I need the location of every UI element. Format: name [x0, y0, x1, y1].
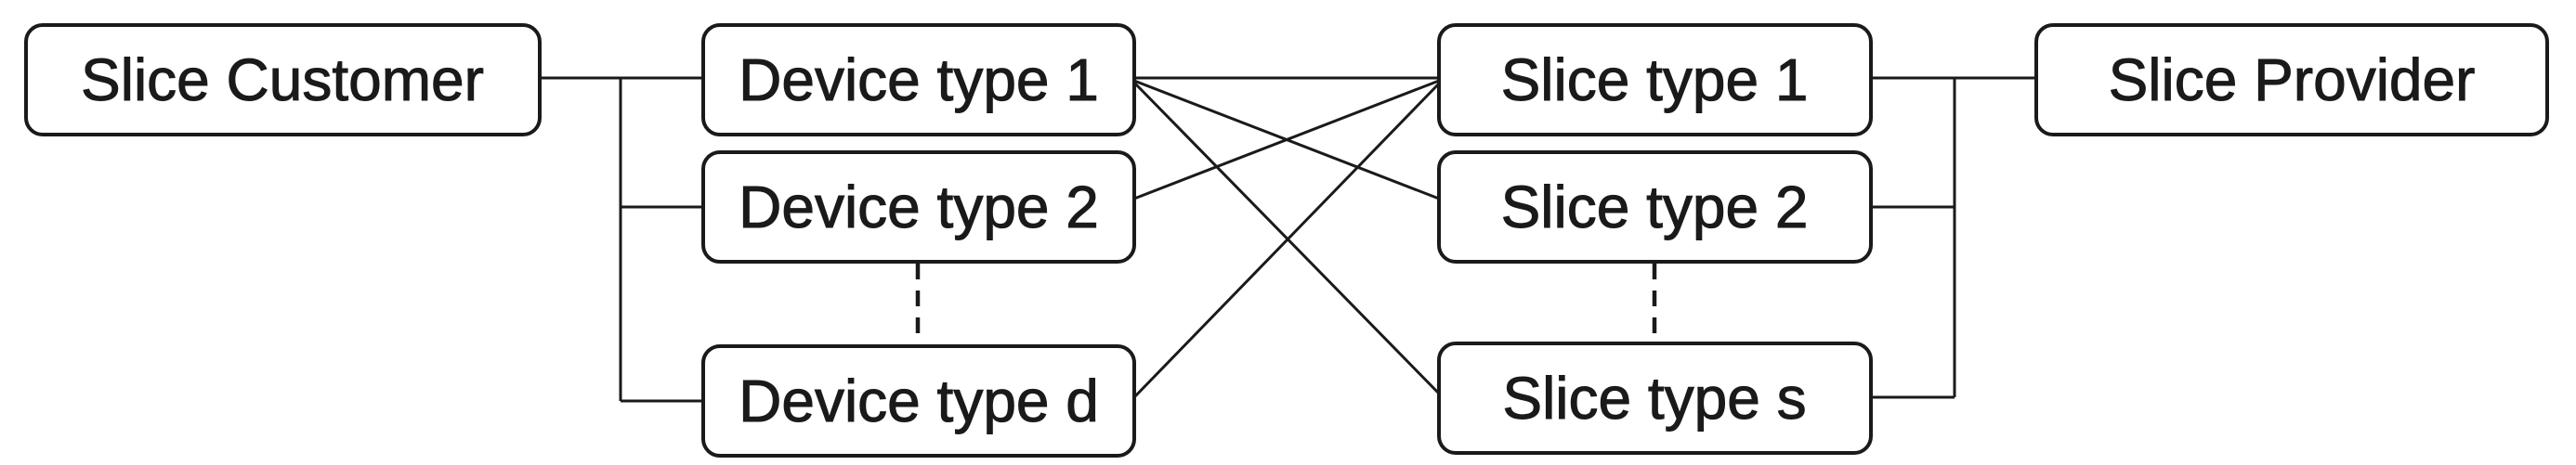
- node-device-type-2: Device type 2: [701, 150, 1136, 264]
- node-slice-customer-box: [24, 23, 542, 136]
- node-slice-type-s: Slice type s: [1437, 342, 1873, 455]
- node-slice-customer-label: Slice Customer: [81, 46, 484, 113]
- node-device-type-1-label: Device type 1: [739, 46, 1099, 113]
- node-slice-type-1-box: [1437, 23, 1873, 136]
- node-slice-type-2-label: Slice type 2: [1501, 174, 1809, 240]
- node-slice-provider-box: [2034, 23, 2549, 136]
- edge-layer: [540, 76, 2036, 403]
- edge-device2-to-slice1: [1133, 79, 1440, 200]
- node-slice-customer: Slice Customer: [24, 23, 542, 136]
- node-slice-type-s-label: Slice type s: [1502, 365, 1806, 432]
- node-device-type-1: Device type 1: [701, 23, 1136, 136]
- node-device-type-2-box: [701, 150, 1136, 264]
- node-device-type-d-label: Device type d: [739, 368, 1099, 434]
- node-device-type-1-box: [701, 23, 1136, 136]
- node-device-type-d-box: [701, 344, 1136, 458]
- node-slice-provider: Slice Provider: [2034, 23, 2549, 136]
- node-slice-provider-label: Slice Provider: [2109, 46, 2476, 113]
- node-slice-type-2-box: [1437, 150, 1873, 264]
- node-device-type-2-label: Device type 2: [739, 174, 1099, 240]
- edge-deviced-to-slice1: [1132, 82, 1441, 399]
- node-device-type-d: Device type d: [701, 344, 1136, 458]
- node-slice-type-s-box: [1437, 342, 1873, 455]
- edge-device1-to-slices: [1132, 81, 1441, 395]
- node-slice-type-1-label: Slice type 1: [1501, 46, 1809, 113]
- node-slice-type-2: Slice type 2: [1437, 150, 1873, 264]
- node-layer: Slice Customer Device type 1 Device type…: [24, 23, 2549, 458]
- node-slice-type-1: Slice type 1: [1437, 23, 1873, 136]
